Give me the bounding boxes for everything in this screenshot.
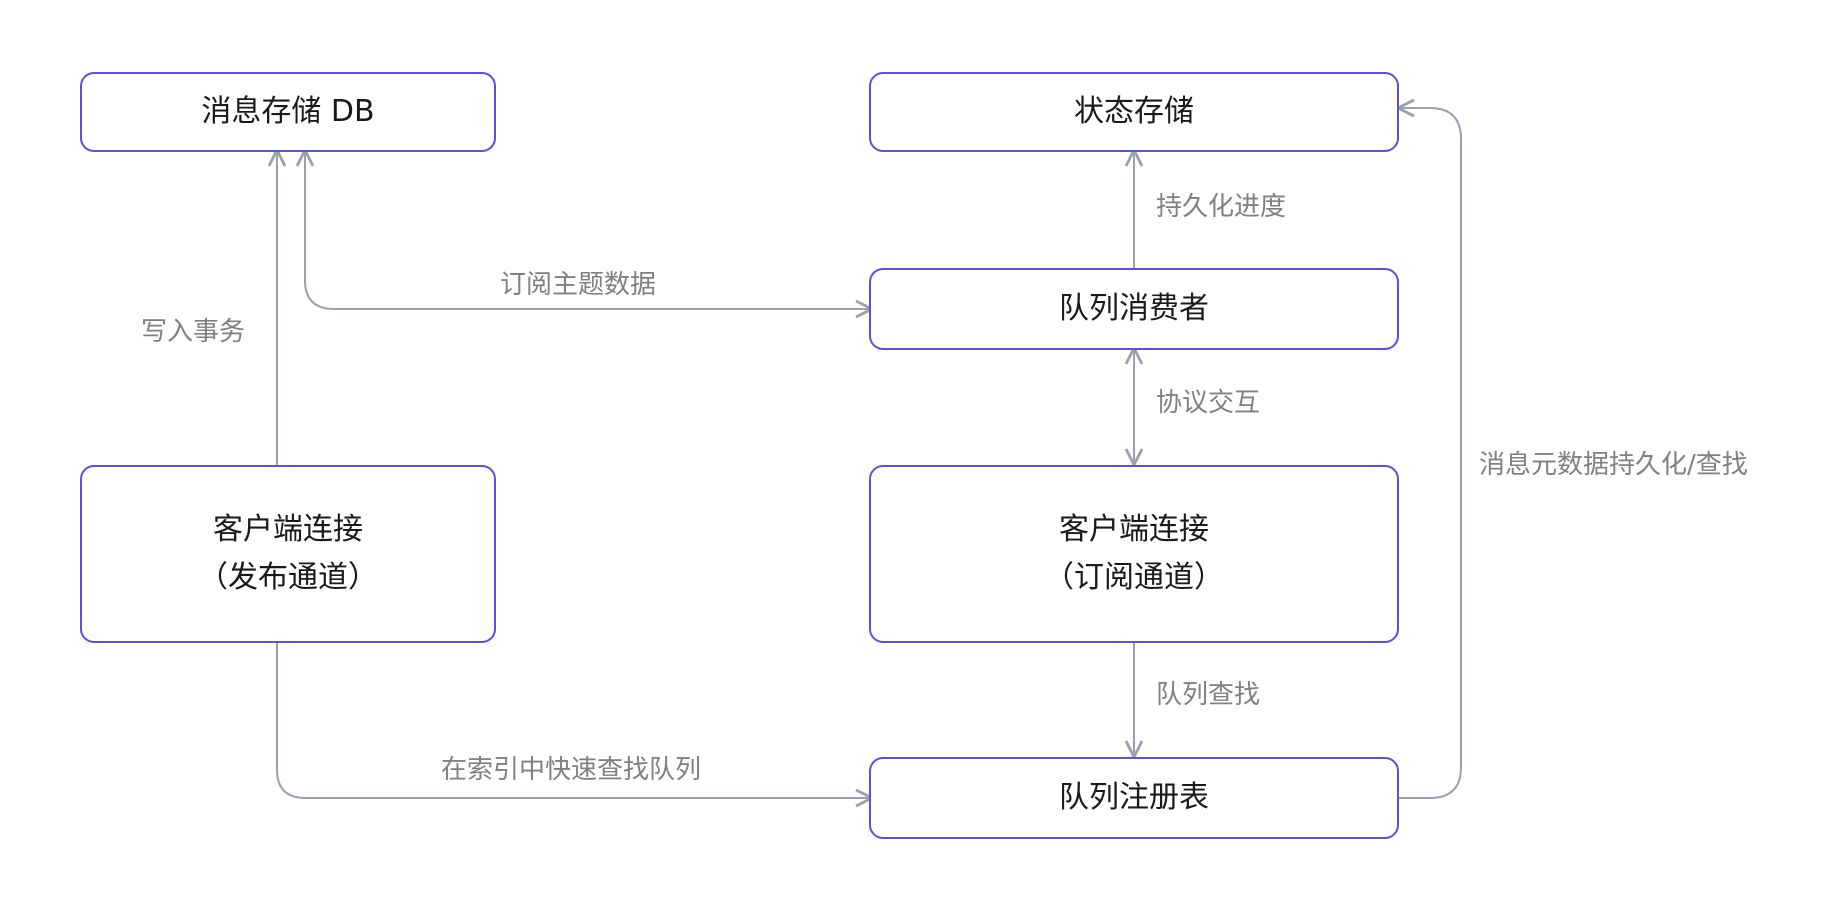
node-queue-registry-label: 队列注册表: [1059, 780, 1209, 815]
node-client-connection-publish: 客户端连接 （发布通道）: [80, 465, 496, 643]
edge-label-write-txn: 写入事务: [141, 317, 246, 347]
edge-subscribe-topic: [305, 150, 872, 309]
node-client-connection-subscribe: 客户端连接 （订阅通道）: [869, 465, 1399, 643]
edge-label-metadata: 消息元数据持久化/查找: [1479, 450, 1748, 480]
node-message-store-db-label: 消息存储 DB: [201, 94, 375, 129]
node-client-pub-line1: 客户端连接: [213, 512, 363, 547]
edge-index-lookup: [276, 641, 872, 798]
edge-label-queue-lookup: 队列查找: [1156, 680, 1261, 710]
edge-label-persist-progress: 持久化进度: [1156, 192, 1287, 222]
edge-metadata: [1398, 108, 1462, 799]
node-queue-registry: 队列注册表: [869, 757, 1399, 839]
edge-label-subscribe-topic: 订阅主题数据: [500, 270, 657, 300]
node-queue-consumer: 队列消费者: [869, 268, 1399, 350]
edge-label-index-lookup: 在索引中快速查找队列: [441, 755, 702, 785]
node-queue-consumer-label: 队列消费者: [1059, 291, 1209, 326]
edge-label-protocol: 协议交互: [1156, 388, 1261, 418]
node-state-store: 状态存储: [869, 72, 1399, 152]
node-client-sub-line2: （订阅通道）: [1044, 560, 1224, 595]
node-state-store-label: 状态存储: [1074, 94, 1194, 129]
node-client-sub-line1: 客户端连接: [1059, 512, 1209, 547]
node-message-store-db: 消息存储 DB: [80, 72, 496, 152]
node-client-pub-line2: （发布通道）: [198, 560, 378, 595]
